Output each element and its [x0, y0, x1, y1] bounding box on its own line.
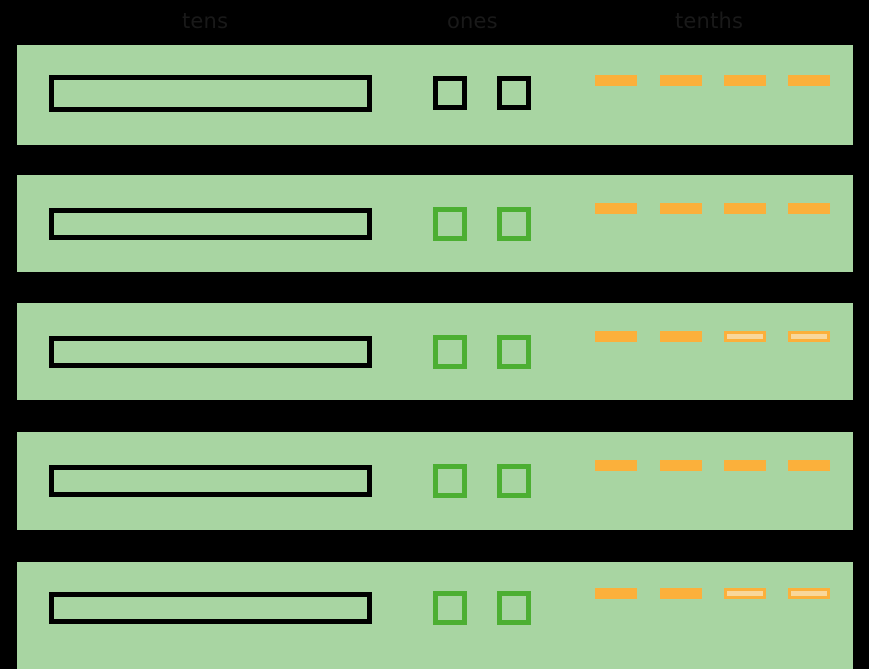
tenths-dash[interactable]: [660, 75, 702, 86]
ones-unit-square[interactable]: [497, 207, 531, 241]
column-label-tenths: tenths: [675, 9, 744, 33]
tenths-dash[interactable]: [595, 588, 637, 599]
tens-rod[interactable]: [49, 336, 372, 368]
tenths-dash-inner: [791, 591, 827, 596]
column-label-tens: tens: [182, 9, 229, 33]
ones-unit-square[interactable]: [497, 464, 531, 498]
tenths-dash[interactable]: [660, 588, 702, 599]
tenths-dash[interactable]: [788, 460, 830, 471]
tenths-dash[interactable]: [724, 203, 766, 214]
ones-unit-square[interactable]: [497, 591, 531, 625]
tenths-dash[interactable]: [595, 203, 637, 214]
tenths-dash-hollow[interactable]: [724, 331, 766, 342]
place-value-row[interactable]: [17, 45, 853, 145]
tenths-dash[interactable]: [660, 203, 702, 214]
place-value-row[interactable]: [17, 432, 853, 530]
tenths-dash[interactable]: [595, 331, 637, 342]
tenths-dash[interactable]: [788, 75, 830, 86]
ones-unit-square[interactable]: [433, 335, 467, 369]
column-label-ones: ones: [447, 9, 498, 33]
tenths-dash[interactable]: [595, 460, 637, 471]
tenths-dash[interactable]: [788, 203, 830, 214]
tenths-dash-hollow[interactable]: [724, 588, 766, 599]
tens-rod[interactable]: [49, 592, 372, 624]
place-value-row[interactable]: [17, 303, 853, 400]
tenths-dash-hollow[interactable]: [788, 331, 830, 342]
ones-unit-square[interactable]: [497, 335, 531, 369]
tenths-dash[interactable]: [660, 331, 702, 342]
place-value-row[interactable]: [17, 562, 853, 669]
place-value-row[interactable]: [17, 175, 853, 272]
ones-unit-square[interactable]: [433, 76, 467, 110]
tenths-dash[interactable]: [724, 75, 766, 86]
tens-rod[interactable]: [49, 75, 372, 112]
ones-unit-square[interactable]: [497, 76, 531, 110]
tenths-dash[interactable]: [660, 460, 702, 471]
tenths-dash[interactable]: [595, 75, 637, 86]
ones-unit-square[interactable]: [433, 207, 467, 241]
tenths-dash-inner: [791, 334, 827, 339]
column-header-bar: tens ones tenths: [0, 0, 869, 45]
tenths-dash-inner: [727, 591, 763, 596]
tenths-dash[interactable]: [724, 460, 766, 471]
ones-unit-square[interactable]: [433, 464, 467, 498]
tenths-dash-hollow[interactable]: [788, 588, 830, 599]
tens-rod[interactable]: [49, 208, 372, 240]
tenths-dash-inner: [727, 334, 763, 339]
tens-rod[interactable]: [49, 465, 372, 497]
ones-unit-square[interactable]: [433, 591, 467, 625]
